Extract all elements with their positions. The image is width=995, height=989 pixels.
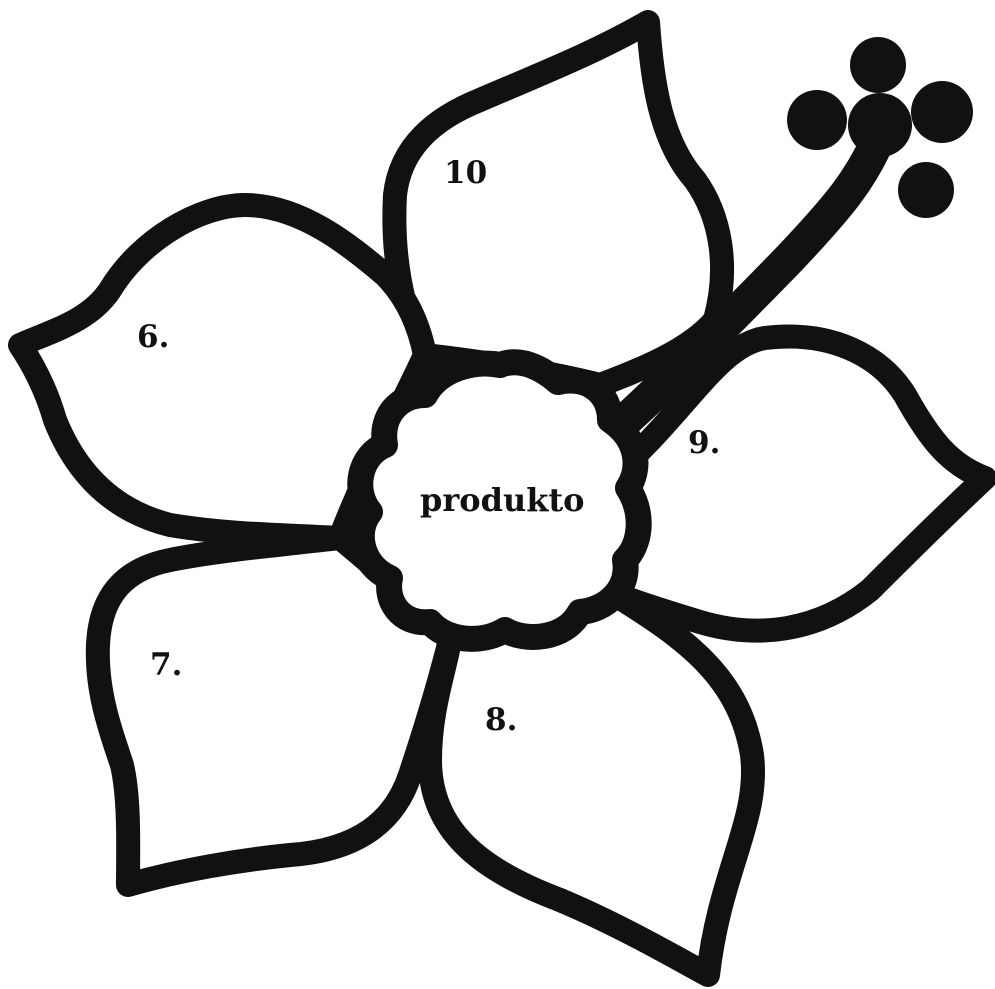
petal-label-bottom: 8. — [485, 705, 517, 736]
petal-label-top: 10 — [444, 158, 487, 189]
petal-label-bottom-left: 7. — [150, 650, 182, 681]
stamen-head — [787, 37, 973, 218]
petal-top — [394, 22, 722, 385]
petal-label-right: 9. — [688, 428, 720, 459]
petal-label-left: 6. — [137, 322, 169, 353]
center-label: produkto — [420, 484, 585, 516]
